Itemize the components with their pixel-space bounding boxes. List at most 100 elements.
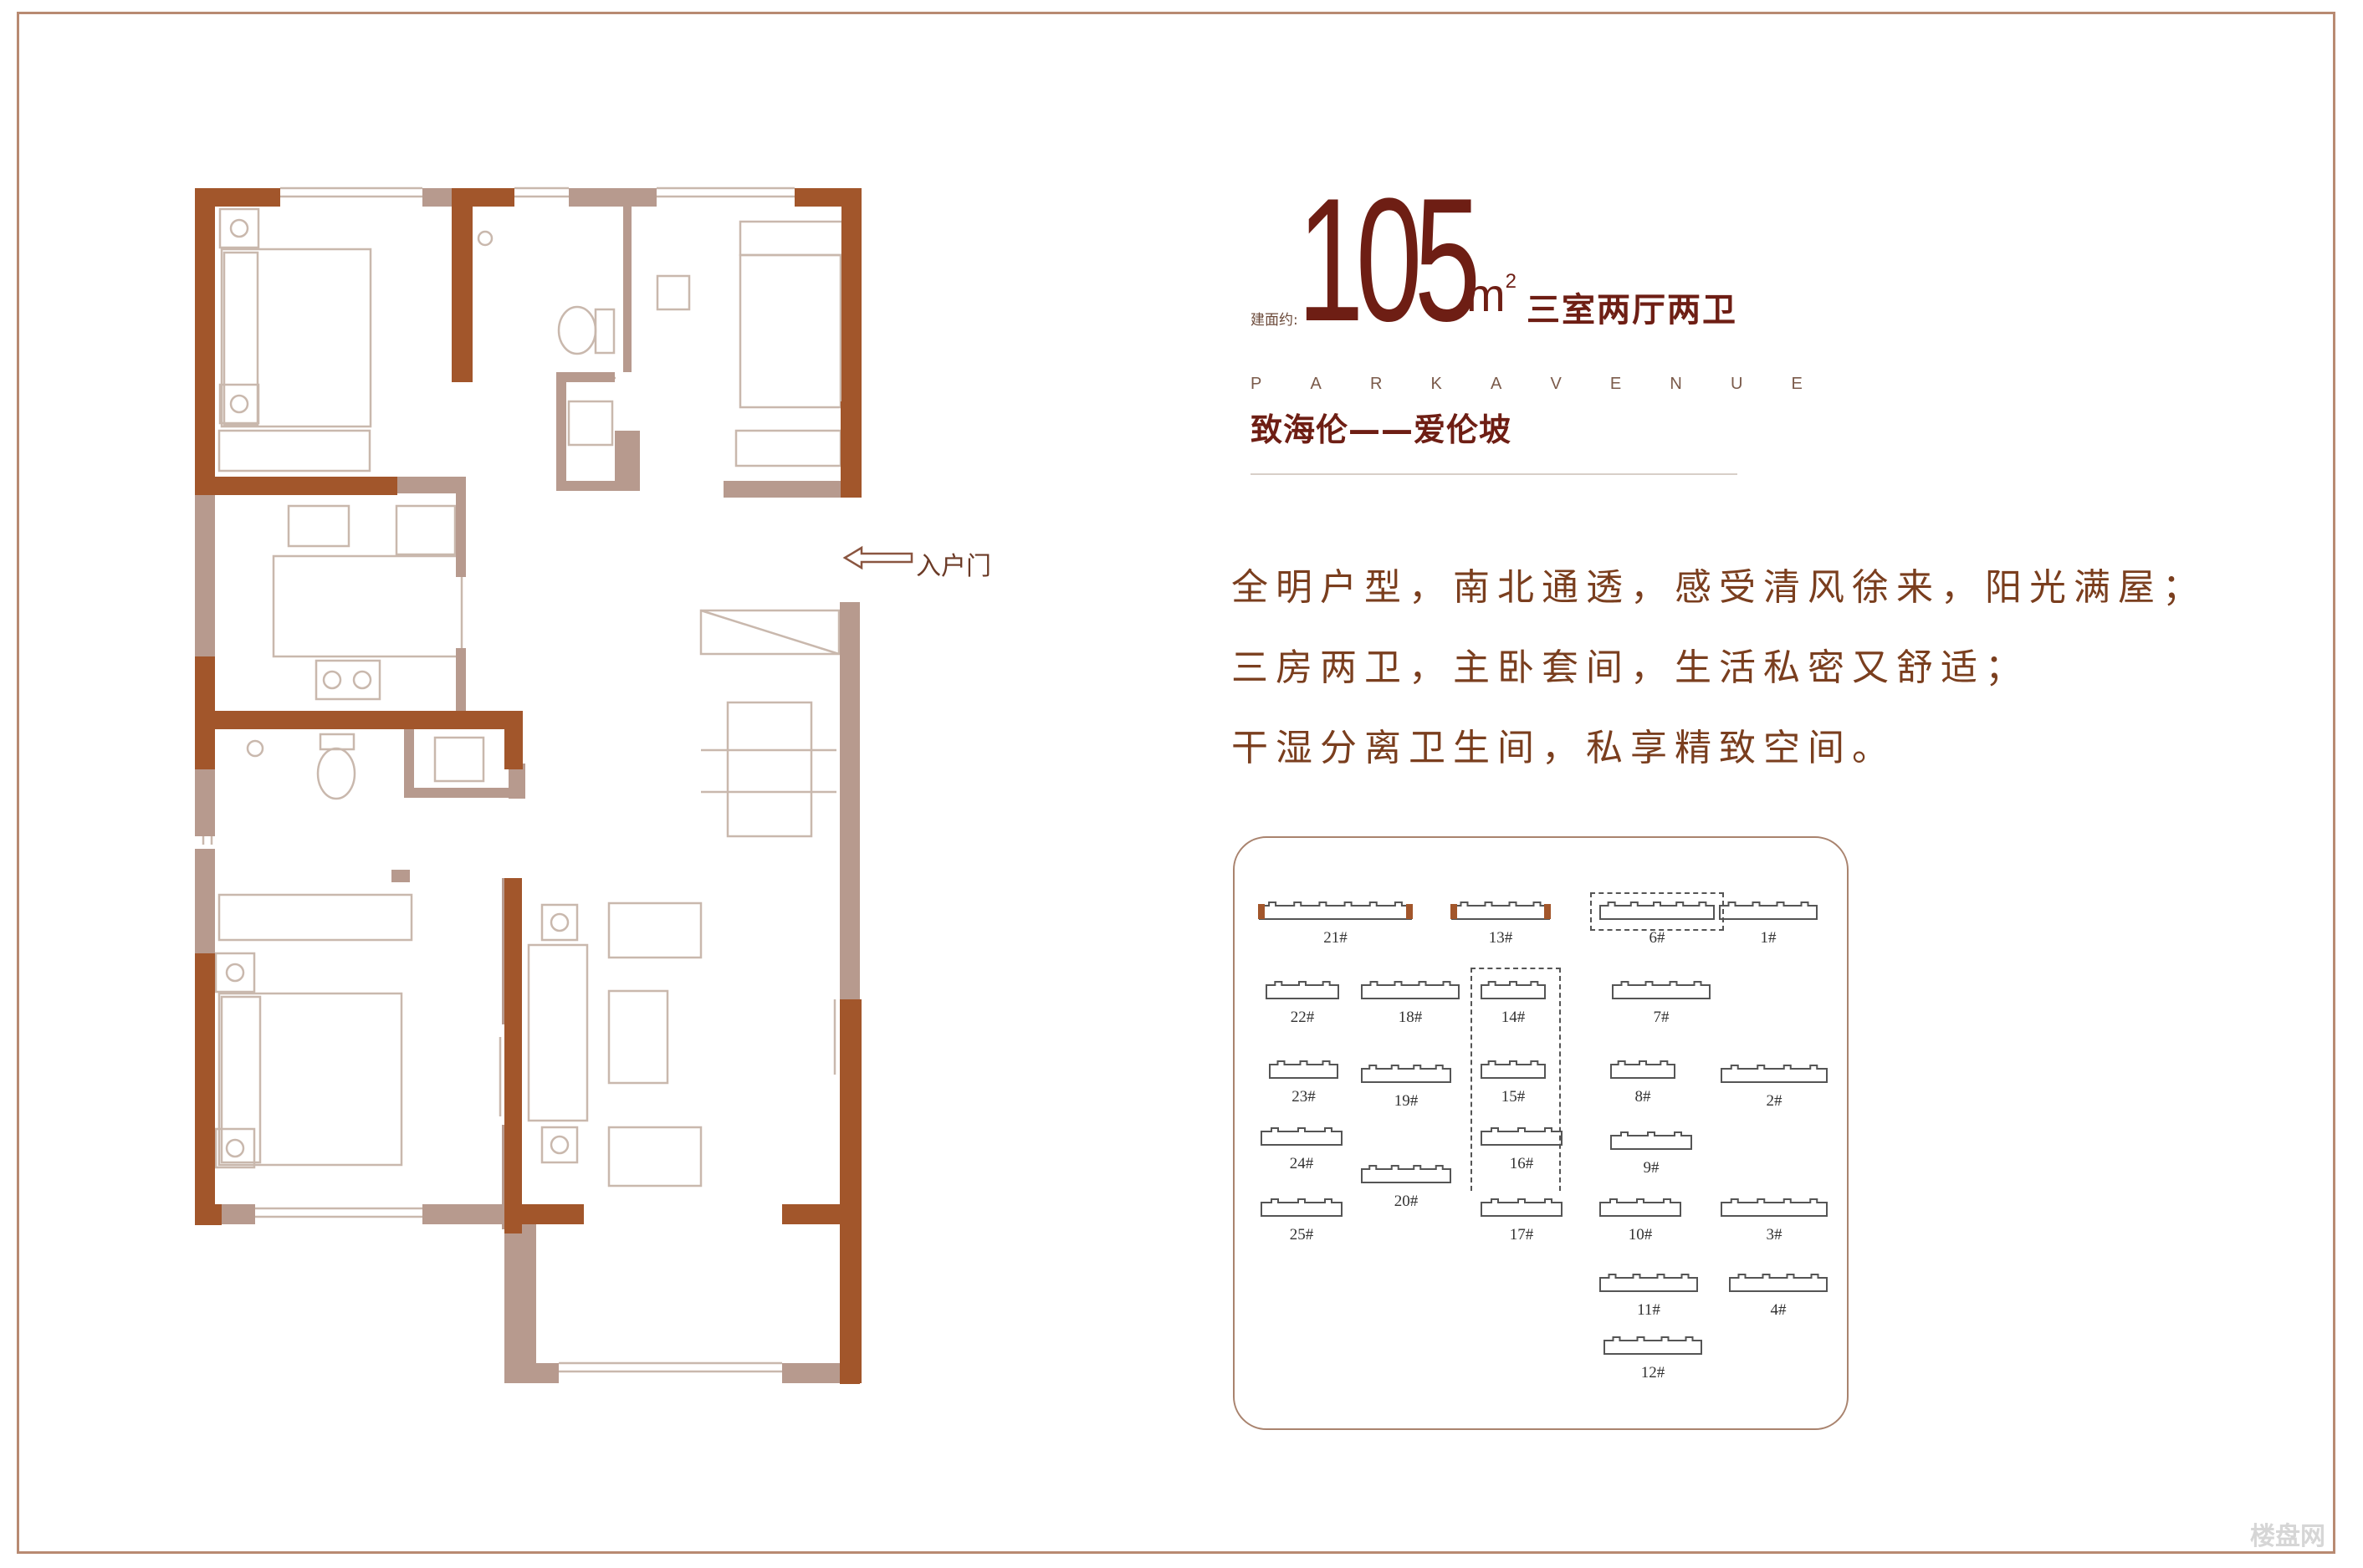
entry-door-label: 入户门: [916, 552, 991, 581]
area-unit: m2: [1466, 268, 1517, 321]
building-footprint-icon: [1481, 1127, 1563, 1146]
site-building: 9#: [1609, 1131, 1693, 1177]
building-label: 3#: [1766, 1226, 1782, 1244]
building-label: 23#: [1291, 1088, 1316, 1106]
building-footprint-icon: [1450, 901, 1551, 920]
building-label: 25#: [1289, 1226, 1314, 1244]
building-footprint-icon: [1269, 1060, 1338, 1079]
site-building: 22#: [1265, 980, 1340, 1026]
building-footprint-icon: [1612, 981, 1711, 999]
bed-master: [217, 992, 403, 1167]
project-name-cn: 致海伦——爱伦坡: [1251, 411, 1512, 448]
site-building: 4#: [1728, 1273, 1829, 1319]
building-footprint-icon: [1721, 1065, 1828, 1083]
nightstand: [214, 952, 256, 993]
site-building: 25#: [1260, 1198, 1343, 1244]
site-building: 17#: [1480, 1198, 1563, 1244]
building-label: 1#: [1760, 929, 1777, 947]
side-table: [540, 903, 579, 942]
building-footprint-icon: [1603, 1336, 1702, 1355]
plan-walls-dark: [195, 188, 862, 1384]
building-label: 24#: [1289, 1155, 1314, 1172]
building-footprint-icon: [1361, 1065, 1451, 1083]
project-letter: A: [1310, 375, 1322, 393]
sink-top: [567, 400, 614, 447]
site-building: 7#: [1611, 980, 1711, 1026]
building-label: 21#: [1323, 929, 1348, 947]
feature-line: 三房两卫，主卧套间，生活私密又舒适；: [1231, 646, 2029, 689]
project-letter: E: [1791, 375, 1803, 393]
area-value: 105: [1297, 161, 1481, 358]
site-building: 14#: [1480, 980, 1547, 1026]
site-building: 11#: [1598, 1273, 1699, 1319]
building-footprint-icon: [1599, 1274, 1698, 1292]
project-letter: R: [1369, 375, 1383, 393]
fridge: [395, 504, 457, 556]
wardrobe-master: [217, 893, 413, 942]
building-footprint-icon: [1610, 1060, 1675, 1079]
building-label: 20#: [1394, 1193, 1419, 1210]
site-building: 19#: [1360, 1064, 1452, 1110]
feature-list: 全明户型，南北通透，感受清风徐来，阳光满屋； 三房两卫，主卧套间，生活私密又舒适…: [1231, 548, 2207, 789]
armchair: [607, 1126, 703, 1187]
toilet-middle: [316, 747, 356, 800]
building-label: 18#: [1398, 1009, 1423, 1026]
wardrobe-top-left: [217, 429, 371, 472]
kitchen-counter: [272, 554, 463, 658]
building-footprint-icon: [1361, 1165, 1451, 1183]
entry-cabinet: [699, 609, 841, 656]
dining-table: [726, 701, 813, 838]
bed-top-left: [220, 248, 372, 428]
site-building: 15#: [1480, 1060, 1547, 1106]
building-footprint-icon: [1481, 1060, 1546, 1079]
toilet-top: [557, 305, 597, 355]
building-footprint-icon: [1481, 981, 1546, 999]
building-label: 22#: [1290, 1009, 1315, 1026]
nightstand: [218, 383, 260, 425]
arrow-left-icon: [842, 545, 913, 570]
desk-chair: [656, 274, 691, 311]
site-building: 13#: [1450, 901, 1551, 947]
site-building: 23#: [1268, 1060, 1339, 1106]
building-label: 2#: [1766, 1092, 1782, 1110]
building-footprint-icon: [1258, 901, 1413, 920]
site-building: 1#: [1718, 901, 1818, 947]
building-footprint-icon: [1266, 981, 1339, 999]
building-label: 13#: [1488, 929, 1513, 947]
building-label: 11#: [1637, 1301, 1660, 1319]
building-footprint-icon: [1610, 1131, 1692, 1150]
building-footprint-icon: [1599, 901, 1715, 920]
building-label: 10#: [1628, 1226, 1653, 1244]
site-building: 6#: [1590, 892, 1724, 947]
dashed-highlight-column: [1470, 968, 1561, 1191]
project-letter: P: [1251, 375, 1262, 393]
site-building: 20#: [1360, 1164, 1452, 1210]
feature-line: 干湿分离卫生间，私享精致空间。: [1231, 727, 1896, 769]
sink-middle: [433, 736, 485, 783]
building-footprint-icon: [1721, 1198, 1828, 1217]
project-letter: K: [1430, 375, 1442, 393]
project-letter: U: [1730, 375, 1743, 393]
building-footprint-icon: [1599, 1198, 1681, 1217]
site-building: 18#: [1360, 980, 1460, 1026]
building-footprint-icon: [1481, 1198, 1563, 1217]
site-building: 3#: [1720, 1198, 1829, 1244]
site-building: 24#: [1260, 1126, 1343, 1172]
nightstand: [214, 1127, 256, 1169]
nightstand: [218, 207, 260, 249]
site-building: 12#: [1603, 1336, 1703, 1382]
building-footprint-icon: [1261, 1127, 1343, 1146]
layout-type: 三室两厅两卫: [1527, 291, 1737, 329]
building-footprint-icon: [1729, 1274, 1828, 1292]
bed-top-right: [739, 253, 842, 409]
building-label: 9#: [1643, 1159, 1660, 1177]
wardrobe-top-right: [734, 429, 842, 467]
coffee-table: [607, 989, 669, 1085]
building-label: 14#: [1501, 1009, 1526, 1026]
building-footprint-icon: [1261, 1198, 1343, 1217]
site-plan-panel: 21#13#6#1#22#18#14#7#23#19#15#8#2#24#16#…: [1233, 836, 1849, 1430]
sofa: [527, 943, 589, 1122]
building-label: 7#: [1653, 1009, 1670, 1026]
